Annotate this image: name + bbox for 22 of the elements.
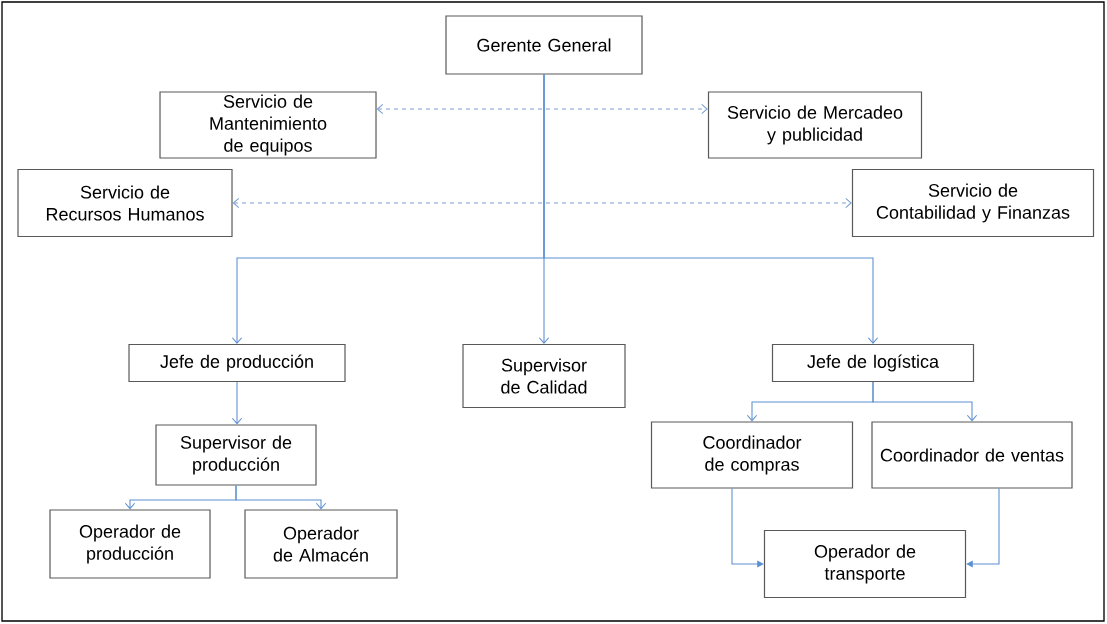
- org-box: Servicio de Contabilidad y Finanzas: [851, 168, 1095, 238]
- org-box: Gerente General: [445, 15, 643, 75]
- org-box: Servicio de Recursos Humanos: [17, 168, 233, 238]
- org-box: Coordinador de compras: [650, 421, 854, 489]
- org-box: Jefe de logística: [771, 343, 975, 383]
- org-box: Jefe de producción: [128, 343, 346, 383]
- connector-arrow: [731, 488, 764, 568]
- connector-arrow: [235, 485, 327, 510]
- org-box: Servicio de Mercadeo y publicidad: [707, 91, 923, 159]
- connector-arrow: [872, 381, 978, 422]
- connector-arrow: [543, 74, 879, 344]
- connector-arrow: [376, 103, 708, 115]
- org-box: Supervisor de Calidad: [462, 343, 626, 409]
- org-box: Supervisor de producción: [155, 424, 317, 486]
- org-box: Operador de transporte: [763, 529, 967, 599]
- connector-arrow: [966, 488, 1000, 568]
- connector-arrow: [231, 381, 243, 425]
- org-box: Operador de producción: [49, 509, 211, 579]
- org-box: Coordinador de ventas: [871, 421, 1073, 489]
- org-box: Operador de Almacén: [244, 509, 398, 579]
- org-box: Servicio de Mantenimiento de equipos: [159, 91, 377, 159]
- connector-arrow: [232, 197, 852, 209]
